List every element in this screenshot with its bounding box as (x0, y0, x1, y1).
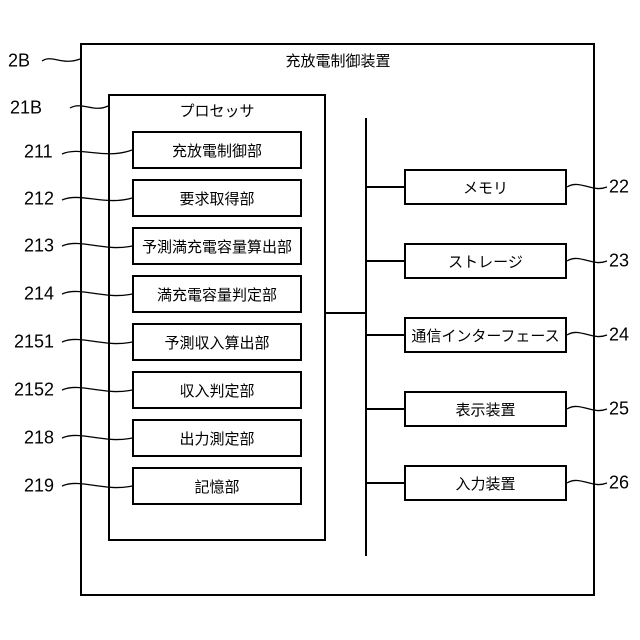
leader-219 (62, 483, 132, 487)
ref-2152: 2152 (14, 380, 54, 401)
leader-22 (567, 184, 607, 188)
leader-214 (62, 291, 132, 295)
leader-212 (62, 197, 132, 200)
leader-213 (62, 243, 132, 247)
ref-218: 218 (24, 428, 54, 449)
leader-2152 (62, 387, 132, 391)
ref-2B: 2B (8, 51, 30, 72)
leader-21B (70, 106, 108, 109)
ref-23: 23 (609, 251, 629, 272)
ref-21B: 21B (10, 98, 42, 119)
ref-212: 212 (24, 189, 54, 210)
leader-218 (62, 435, 132, 439)
leader-24 (567, 332, 607, 336)
ref-25: 25 (609, 399, 629, 420)
ref-211: 211 (24, 142, 53, 163)
leader-211 (62, 150, 132, 154)
leader-26 (567, 480, 607, 484)
ref-22: 22 (609, 177, 629, 198)
leader-23 (567, 258, 607, 262)
ref-2151: 2151 (14, 332, 54, 353)
ref-214: 214 (24, 284, 54, 305)
ref-24: 24 (609, 325, 629, 346)
ref-213: 213 (24, 236, 54, 257)
ref-26: 26 (609, 473, 629, 494)
leader-2B (42, 59, 80, 62)
ref-219: 219 (24, 476, 54, 497)
leader-2151 (62, 339, 132, 343)
leader-25 (567, 406, 607, 410)
